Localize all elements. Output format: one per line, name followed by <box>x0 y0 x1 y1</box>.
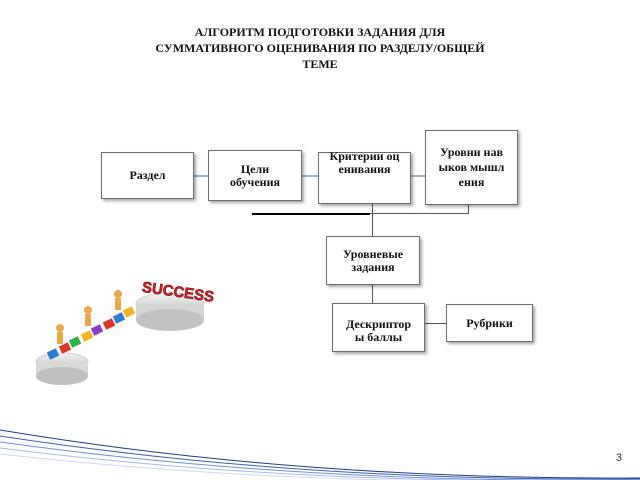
node-urovni-label: Уровни навыков мышления <box>438 145 505 189</box>
title-line-2: СУММАТИВНОГО ОЦЕНИВАНИЯ ПО РАЗДЕЛУ/ОБЩЕЙ <box>155 41 485 55</box>
node-rubriki: Рубрики <box>446 304 533 342</box>
node-razdel: Раздел <box>101 152 194 199</box>
node-razdel-label: Раздел <box>129 168 166 182</box>
node-kriterii-label: Критерии оценивания <box>329 149 400 176</box>
connector-urovnevye-deskriptory <box>372 285 373 303</box>
node-deskriptory-bally: Дескрипторы баллы <box>332 303 425 352</box>
node-celi-label-1: Цели <box>240 161 270 176</box>
node-urovni-navykov: Уровни навыков мышления <box>425 130 518 205</box>
title-line-3: ТЕМЕ <box>302 57 338 71</box>
page-number: 3 <box>615 452 622 464</box>
puzzle-steps-icon <box>46 306 136 360</box>
node-celi-obucheniya: Цели обучения <box>208 150 302 201</box>
title-line-1: АЛГОРИТМ ПОДГОТОВКИ ЗАДАНИЯ ДЛЯ <box>194 25 446 39</box>
node-urovnevye-zadaniya: Уровневые задания <box>326 236 420 285</box>
connector-razdel-celi <box>194 175 208 177</box>
node-rubriki-label: Рубрики <box>466 315 513 330</box>
node-urovnevye-label: Уровневые задания <box>342 246 404 274</box>
connector-deskriptory-rubriki <box>425 323 446 324</box>
node-kriterii-ocenivaniya: Критерии оценивания <box>318 149 411 204</box>
connector-urovni-down <box>468 205 469 214</box>
decorative-wave-lines <box>0 429 640 480</box>
connector-horizontal-right <box>370 213 469 214</box>
success-illustration: SUCCESS <box>35 279 215 385</box>
connector-kriterii-urovnevye <box>372 204 373 236</box>
node-celi-label-2: обучения <box>230 174 280 189</box>
people-figures-icon <box>56 290 122 344</box>
node-deskriptory-label: Дескрипторы баллы <box>345 316 412 344</box>
connector-kriterii-urovni <box>411 175 425 177</box>
connector-celi-kriterii <box>302 175 318 177</box>
connector-horizontal-underline <box>252 213 370 215</box>
page-title: АЛГОРИТМ ПОДГОТОВКИ ЗАДАНИЯ ДЛЯ СУММАТИВ… <box>110 24 530 72</box>
